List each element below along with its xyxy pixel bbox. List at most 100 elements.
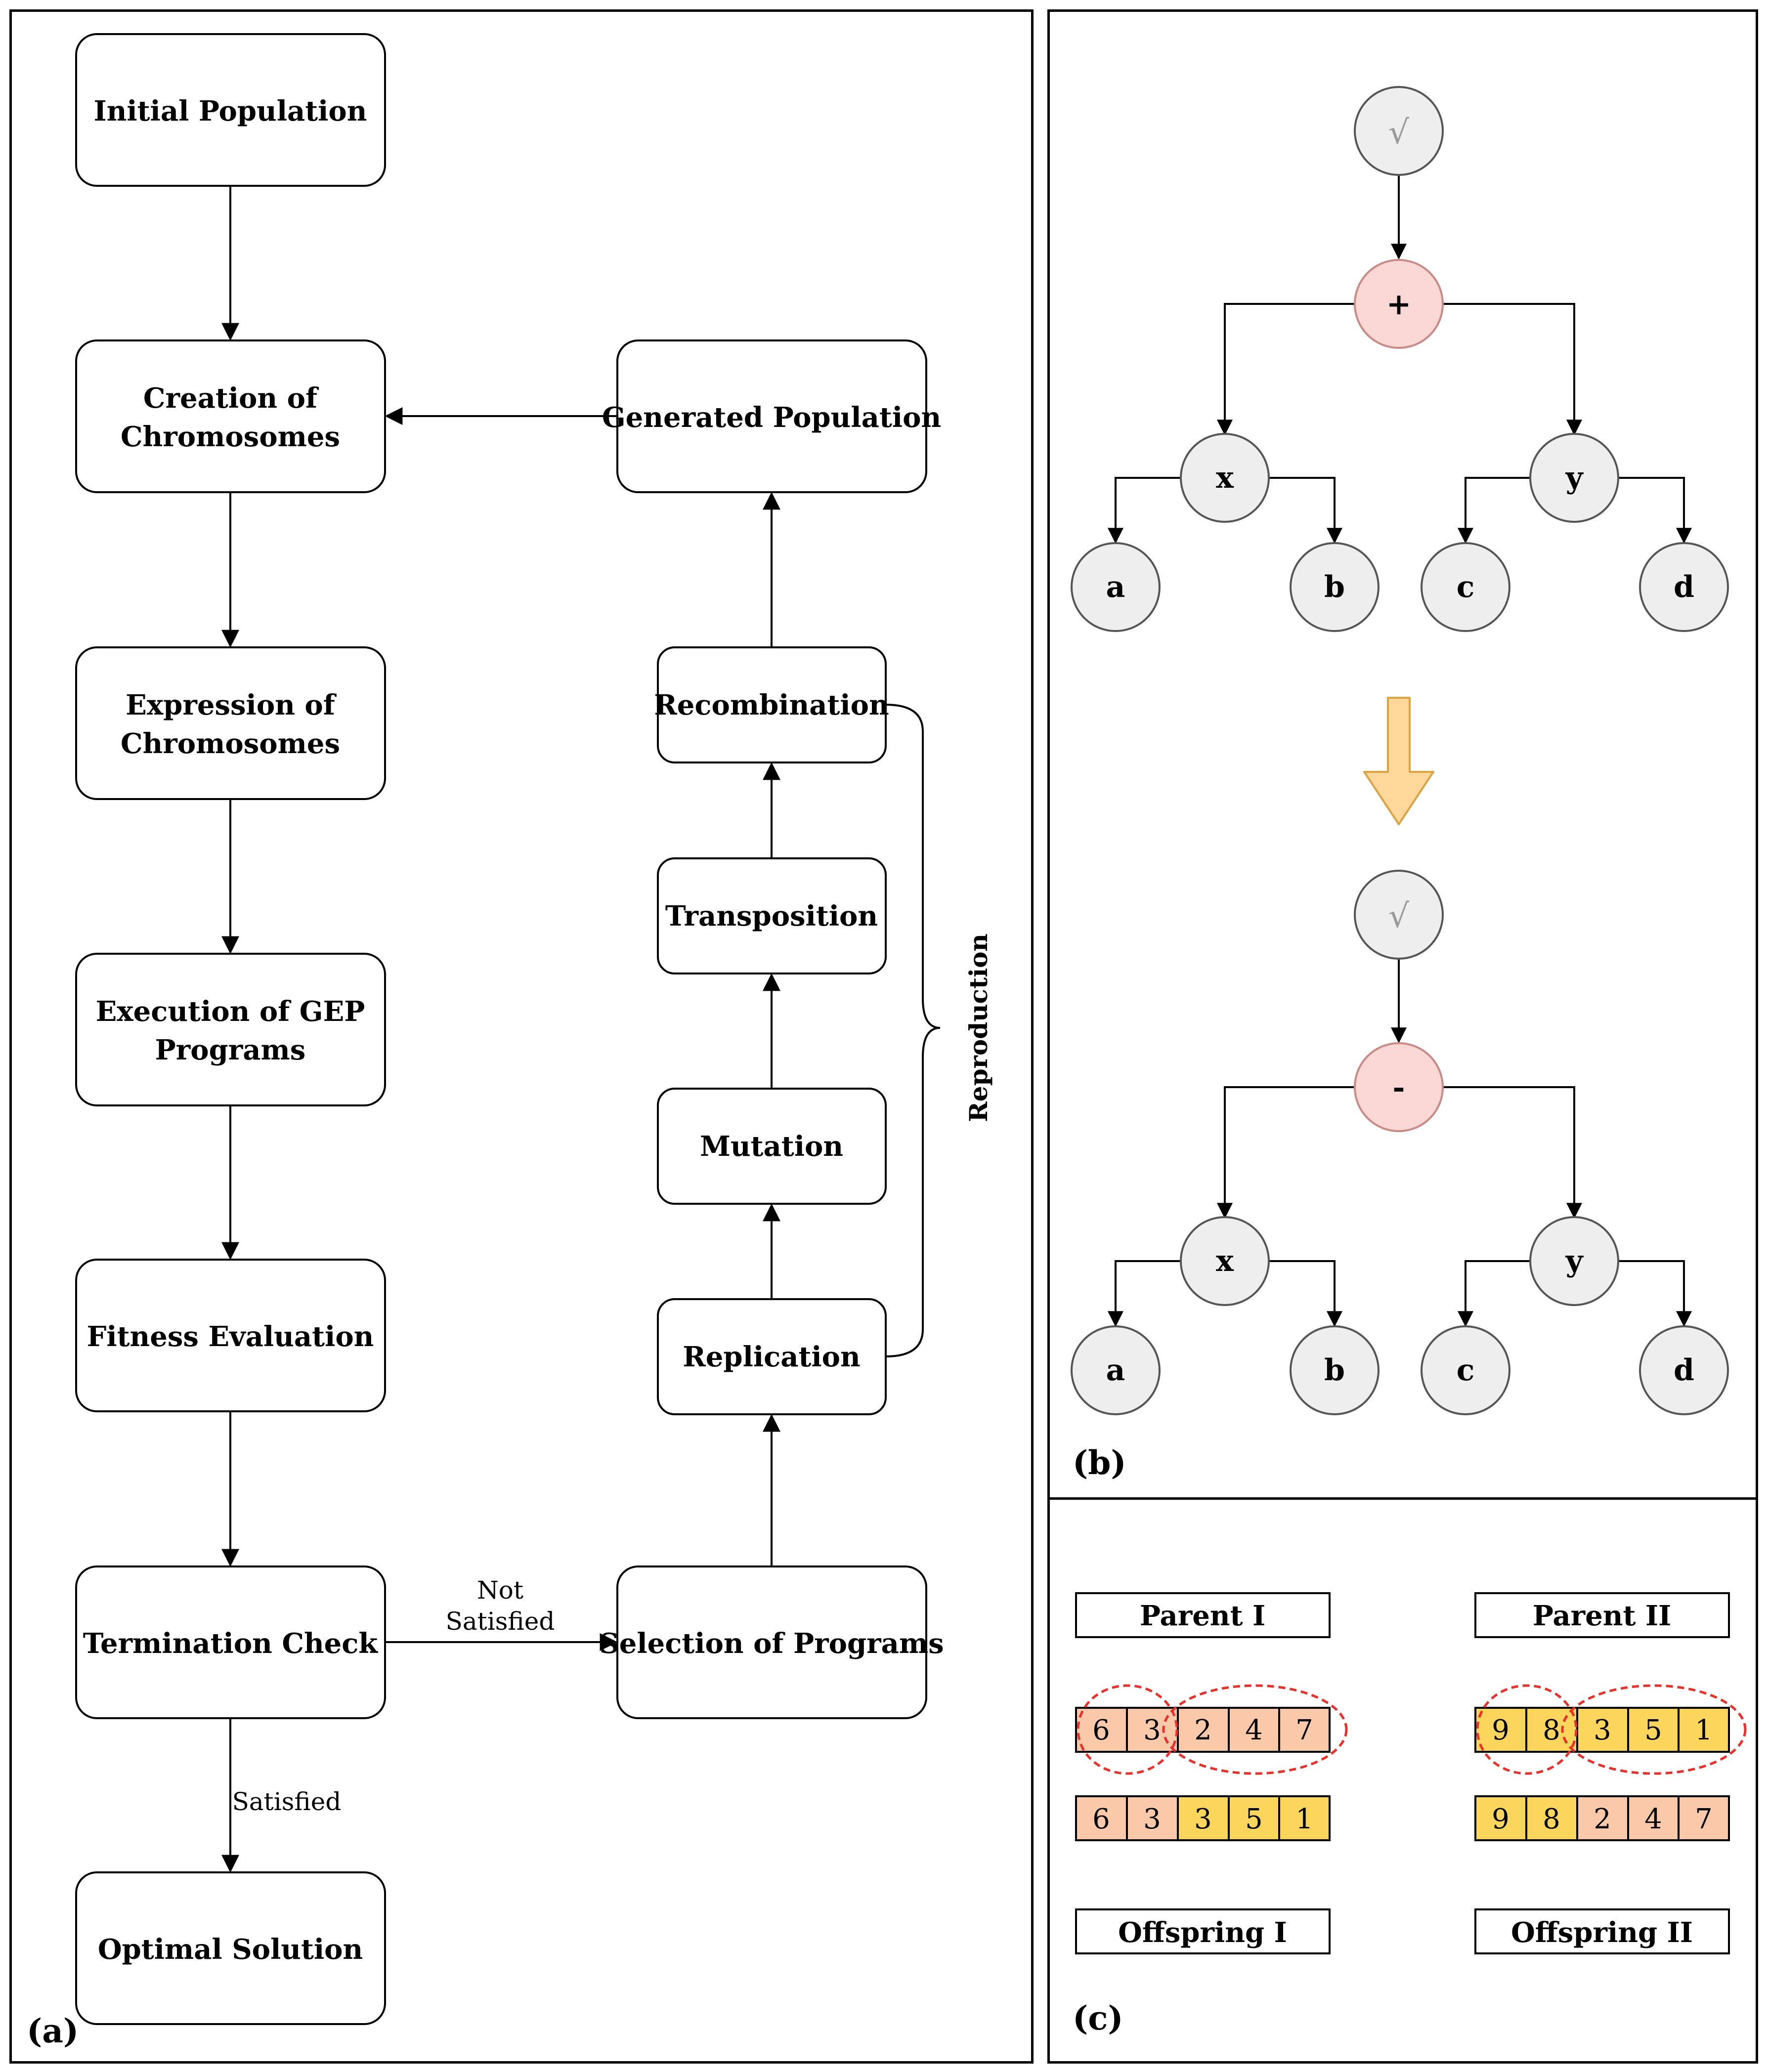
node-x-bottom: x <box>1180 1216 1270 1306</box>
svg-text:1: 1 <box>1695 1714 1713 1746</box>
svg-text:Creation of: Creation of <box>143 382 319 415</box>
svg-text:Initial Population: Initial Population <box>94 95 367 127</box>
svg-text:7: 7 <box>1695 1803 1713 1835</box>
node-d-top: d <box>1639 542 1729 632</box>
svg-text:√: √ <box>1388 113 1410 151</box>
svg-text:Replication: Replication <box>683 1341 860 1373</box>
bottom-tree: √ - x y a b c d <box>1071 870 1729 1415</box>
svg-text:Generated Population: Generated Population <box>602 401 941 434</box>
crossover-ellipse-p2-left <box>1476 1684 1578 1775</box>
node-sqrt-top: √ <box>1354 86 1444 176</box>
svg-text:d: d <box>1674 1353 1694 1388</box>
svg-text:9: 9 <box>1492 1714 1509 1746</box>
node-d-bottom: d <box>1639 1325 1729 1415</box>
svg-text:Selection of Programs: Selection of Programs <box>599 1627 944 1660</box>
svg-text:x: x <box>1216 461 1234 495</box>
parent-2-label-box: Parent II <box>1474 1592 1730 1638</box>
svg-text:5: 5 <box>1245 1803 1263 1835</box>
node-c-top: c <box>1421 542 1510 632</box>
svg-text:6: 6 <box>1092 1803 1110 1835</box>
svg-text:Fitness Evaluation: Fitness Evaluation <box>87 1320 374 1353</box>
node-plus-operator: + <box>1354 259 1444 349</box>
box-recombination: Recombination <box>654 646 889 763</box>
box-replication: Replication <box>657 1298 887 1415</box>
svg-text:c: c <box>1457 1353 1475 1388</box>
svg-text:-: - <box>1393 1070 1405 1105</box>
svg-text:x: x <box>1216 1244 1234 1278</box>
panel-b-label: (b) <box>1073 1443 1126 1482</box>
svg-text:Transposition: Transposition <box>665 900 878 932</box>
svg-text:4: 4 <box>1644 1803 1662 1835</box>
svg-text:3: 3 <box>1143 1714 1161 1746</box>
node-a-bottom: a <box>1071 1325 1161 1415</box>
svg-text:b: b <box>1324 570 1345 604</box>
transformation-down-arrow <box>1363 697 1434 825</box>
box-optimal-solution: Optimal Solution <box>75 1871 386 2025</box>
svg-text:Parent II: Parent II <box>1533 1600 1672 1632</box>
svg-text:3: 3 <box>1594 1714 1611 1746</box>
svg-text:6: 6 <box>1092 1714 1110 1746</box>
svg-text:2: 2 <box>1594 1803 1611 1835</box>
panel-b-tree-mutation: √ + x y a b c d <box>1047 9 1758 1500</box>
box-fitness-evaluation: Fitness Evaluation <box>75 1259 386 1412</box>
parent-1-label-box: Parent I <box>1075 1592 1331 1638</box>
svg-text:Chromosomes: Chromosomes <box>121 421 340 453</box>
svg-text:3: 3 <box>1194 1803 1212 1835</box>
svg-text:Recombination: Recombination <box>654 689 889 721</box>
svg-text:Termination Check: Termination Check <box>83 1627 379 1660</box>
label-not-satisfied-2: Satisfied <box>446 1607 555 1636</box>
svg-text:a: a <box>1106 1353 1125 1388</box>
box-mutation: Mutation <box>657 1088 887 1205</box>
svg-text:5: 5 <box>1644 1714 1662 1746</box>
svg-text:4: 4 <box>1245 1714 1263 1746</box>
parent-2-genes: 9 8 3 5 1 <box>1474 1707 1730 1753</box>
svg-text:Optimal Solution: Optimal Solution <box>98 1933 363 1966</box>
panel-a-label: (a) <box>27 2012 79 2050</box>
svg-text:y: y <box>1565 1244 1584 1278</box>
svg-text:c: c <box>1457 570 1475 604</box>
box-execution-of-gep-programs: Execution of GEP Programs <box>75 953 386 1106</box>
svg-text:2: 2 <box>1194 1714 1212 1746</box>
node-c-bottom: c <box>1421 1325 1510 1415</box>
svg-text:d: d <box>1674 570 1694 604</box>
node-y-bottom: y <box>1529 1216 1619 1306</box>
svg-text:Offspring II: Offspring II <box>1511 1916 1693 1949</box>
offspring-2-genes: 9 8 2 4 7 <box>1474 1795 1730 1841</box>
svg-text:Expression of: Expression of <box>126 689 337 721</box>
box-transposition: Transposition <box>657 857 887 974</box>
node-b-bottom: b <box>1290 1325 1380 1415</box>
node-a-top: a <box>1071 542 1161 632</box>
svg-text:Execution of GEP: Execution of GEP <box>96 995 365 1028</box>
reproduction-brace <box>885 704 941 1357</box>
box-expression-of-chromosomes: Expression of Chromosomes <box>75 646 386 800</box>
svg-text:1: 1 <box>1295 1803 1313 1835</box>
node-y-top: y <box>1529 433 1619 523</box>
label-reproduction: Reproduction <box>964 933 993 1122</box>
crossover-ellipse-p1-right <box>1162 1684 1348 1775</box>
offspring-2-label-box: Offspring II <box>1474 1908 1730 1954</box>
panel-c-crossover: Parent I Parent II Offspring I Offspring… <box>1047 1497 1758 2064</box>
box-initial-population: Initial Population <box>75 33 386 187</box>
label-satisfied: Satisfied <box>232 1787 342 1816</box>
box-generated-population: Generated Population <box>602 339 941 493</box>
svg-text:y: y <box>1565 461 1584 495</box>
svg-text:3: 3 <box>1143 1803 1161 1835</box>
svg-text:Parent I: Parent I <box>1140 1600 1265 1632</box>
svg-text:√: √ <box>1388 897 1410 935</box>
node-minus-operator: - <box>1354 1042 1444 1132</box>
svg-text:7: 7 <box>1295 1714 1313 1746</box>
svg-text:a: a <box>1106 570 1125 604</box>
svg-text:Programs: Programs <box>155 1034 306 1066</box>
crossover-ellipse-p2-right <box>1561 1684 1747 1775</box>
panel-c-label: (c) <box>1073 1999 1123 2037</box>
offspring-1-label-box: Offspring I <box>1075 1908 1331 1954</box>
box-termination-check: Termination Check <box>75 1565 386 1719</box>
box-creation-of-chromosomes: Creation of Chromosomes <box>75 339 386 493</box>
svg-text:8: 8 <box>1543 1803 1560 1835</box>
node-b-top: b <box>1290 542 1380 632</box>
parent-1-genes: 6 3 2 4 7 <box>1075 1707 1331 1753</box>
svg-text:b: b <box>1324 1353 1345 1388</box>
box-selection-of-programs: Selection of Programs <box>599 1565 944 1719</box>
svg-text:+: + <box>1386 287 1411 322</box>
top-tree: √ + x y a b c d <box>1071 86 1729 632</box>
